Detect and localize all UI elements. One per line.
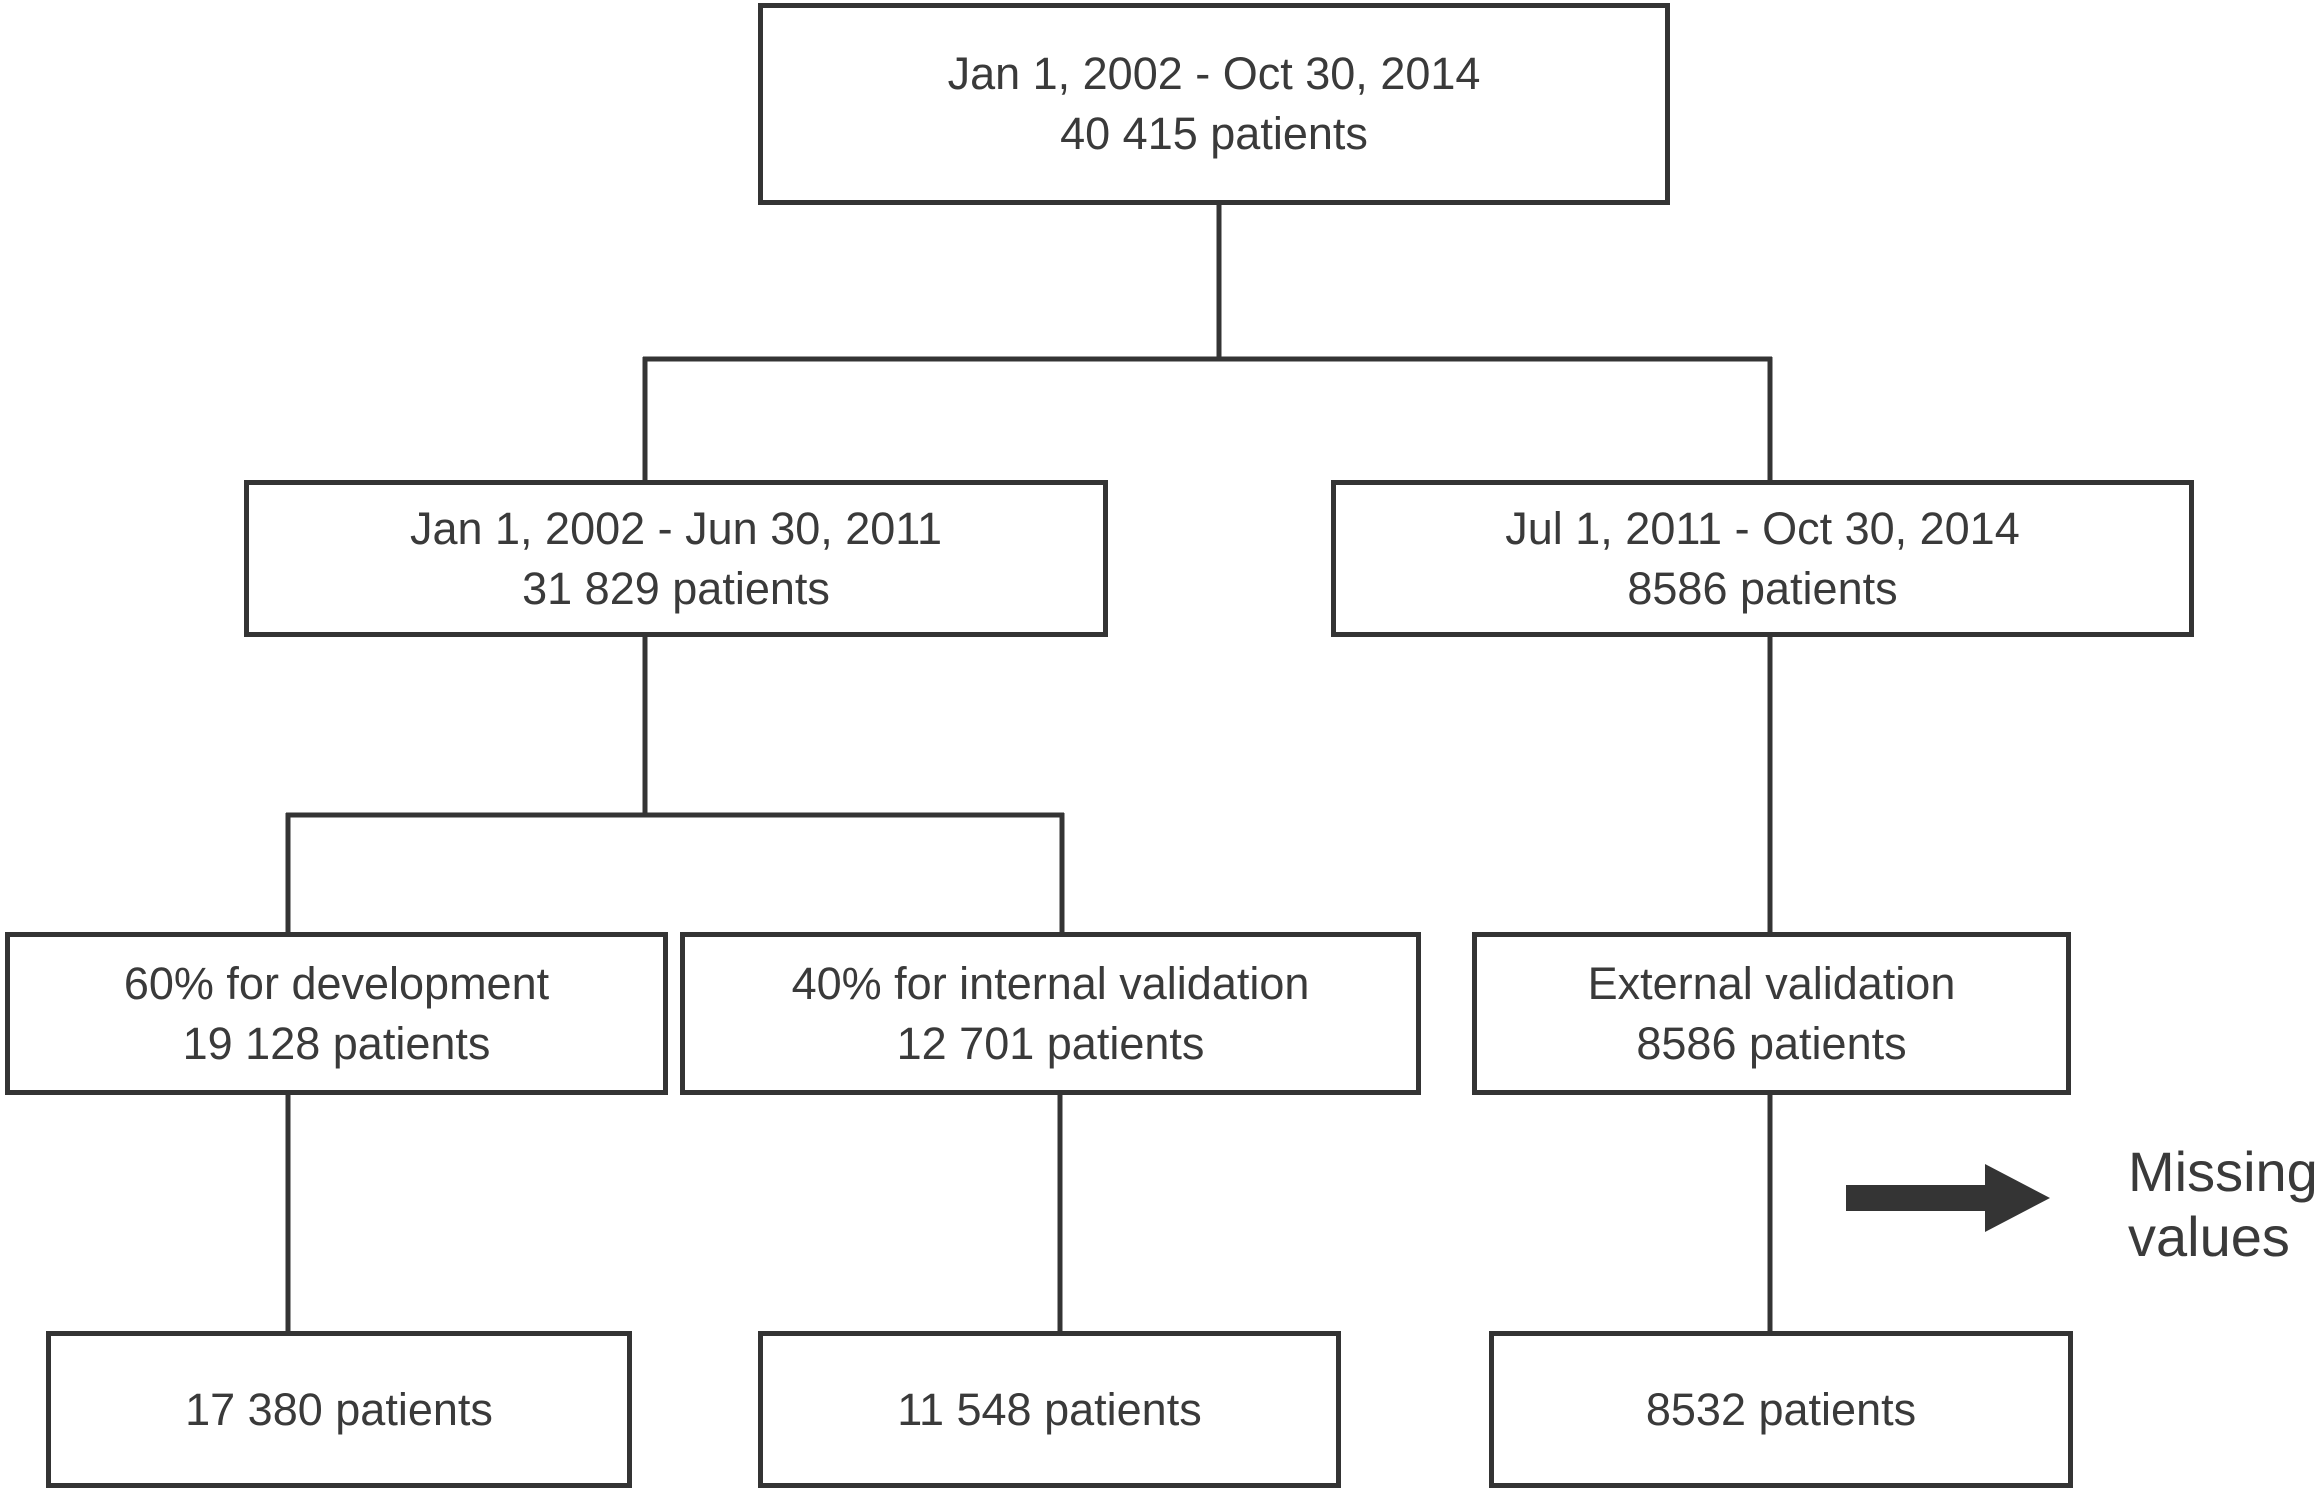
node-internal-validation-split: 40% for internal validation 12 701 patie…: [680, 932, 1421, 1095]
node-internal-validation-split-label: 40% for internal validation: [791, 957, 1310, 1009]
node-internal-validation-final-count: 11 548 patients: [897, 1383, 1202, 1435]
node-development-final: 17 380 patients: [46, 1331, 632, 1488]
missing-values-arrow-icon: [1846, 1164, 2050, 1232]
node-development-period-count: 31 829 patients: [522, 562, 830, 614]
node-internal-validation-final: 11 548 patients: [758, 1331, 1341, 1488]
node-development-period: Jan 1, 2002 - Jun 30, 2011 31 829 patien…: [244, 480, 1108, 637]
missing-values-line2: values: [2128, 1205, 2290, 1268]
node-external-validation-label: External validation: [1587, 957, 1956, 1009]
node-development-final-count: 17 380 patients: [185, 1383, 493, 1435]
node-development-split: 60% for development 19 128 patients: [5, 932, 668, 1095]
node-total-cohort: Jan 1, 2002 - Oct 30, 2014 40 415 patien…: [758, 3, 1670, 205]
node-development-split-label: 60% for development: [123, 957, 550, 1009]
node-external-period-count: 8586 patients: [1627, 562, 1898, 614]
node-external-period-dates: Jul 1, 2011 - Oct 30, 2014: [1505, 502, 2020, 554]
node-development-period-dates: Jan 1, 2002 - Jun 30, 2011: [409, 502, 943, 554]
node-development-split-count: 19 128 patients: [182, 1017, 491, 1069]
missing-values-annotation: Missing values: [2128, 1139, 2317, 1269]
node-external-validation: External validation 8586 patients: [1472, 932, 2071, 1095]
node-total-cohort-count: 40 415 patients: [1060, 108, 1368, 159]
node-external-validation-final-count: 8532 patients: [1645, 1383, 1917, 1435]
missing-values-line1: Missing: [2128, 1140, 2317, 1203]
node-external-validation-final: 8532 patients: [1489, 1331, 2073, 1488]
node-internal-validation-split-count: 12 701 patients: [896, 1017, 1205, 1069]
node-total-cohort-period: Jan 1, 2002 - Oct 30, 2014: [947, 48, 1481, 99]
node-external-period: Jul 1, 2011 - Oct 30, 2014 8586 patients: [1331, 480, 2194, 637]
node-external-validation-count: 8586 patients: [1636, 1017, 1907, 1069]
